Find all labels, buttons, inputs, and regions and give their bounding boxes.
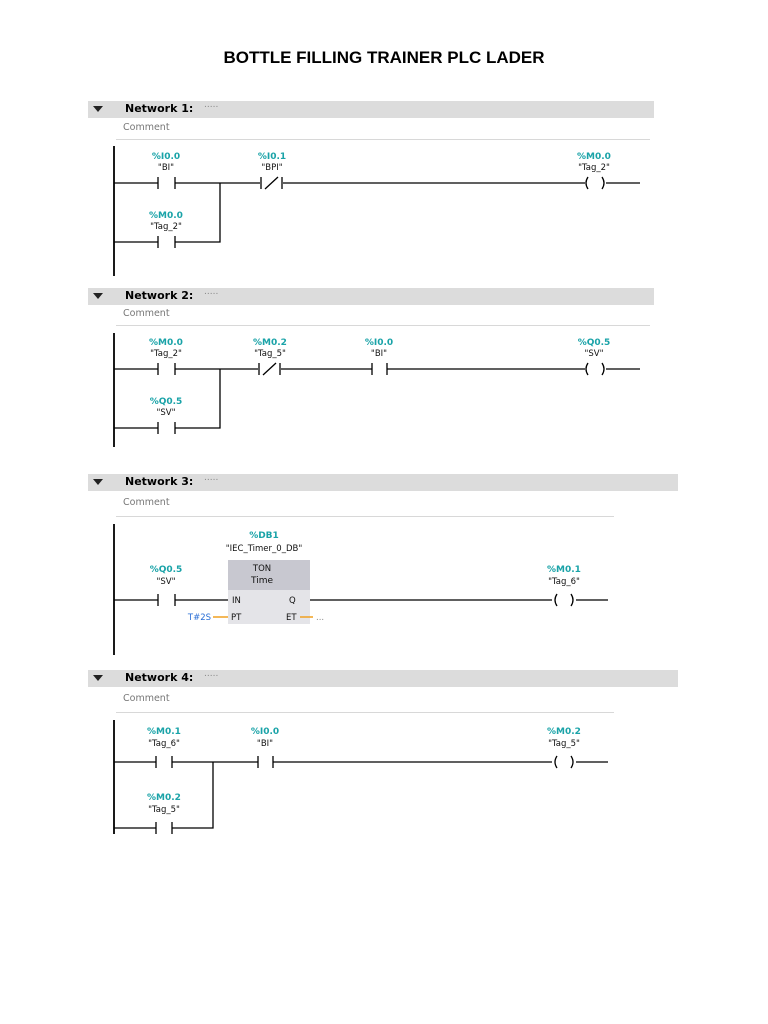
timer-in-pin: IN (232, 596, 241, 606)
network-3-name: Network 3: (125, 475, 194, 488)
coil[interactable]: %Q0.5 "SV" (578, 338, 611, 376)
coil[interactable]: %M0.1 "Tag_6" (547, 565, 581, 607)
contact-address: %I0.0 (365, 338, 393, 348)
timer-q-pin: Q (289, 596, 296, 606)
network-3-rungs: %Q0.5 "SV" %DB1 "IEC_Timer_0_DB" TON Tim… (113, 524, 608, 655)
network-4-comment[interactable]: Comment (123, 693, 170, 704)
contact-tag: "Tag_2" (150, 349, 182, 359)
coil-tag: "Tag_2" (578, 163, 610, 173)
network-4-name: Network 4: (125, 671, 194, 684)
collapse-triangle-icon[interactable] (93, 479, 103, 485)
timer-et-value[interactable]: ... (316, 613, 324, 623)
network-2-rungs: %M0.0 "Tag_2" %Q0.5 "SV" %M0.2 "Tag_5" %… (113, 333, 640, 447)
coil-address: %Q0.5 (578, 338, 611, 348)
contact-tag: "BI" (158, 163, 174, 173)
network-1-name: Network 1: (125, 102, 194, 115)
contact-address: %M0.0 (149, 211, 183, 221)
contact-no[interactable]: %Q0.5 "SV" (150, 565, 183, 606)
network-1-rungs: %I0.0 "BI" %M0.0 "Tag_2" %I0.1 "BPI" %M0… (113, 146, 640, 276)
contact-tag: "BI" (371, 349, 387, 359)
network-1-dots: ..... (204, 100, 219, 110)
contact-tag: "Tag_5" (148, 805, 180, 815)
contact-no[interactable]: %M0.0 "Tag_2" (149, 211, 183, 248)
comment-divider (116, 516, 614, 517)
timer-pt-pin: PT (231, 613, 242, 623)
contact-tag: "Tag_2" (150, 222, 182, 232)
collapse-triangle-icon[interactable] (93, 675, 103, 681)
contact-no[interactable]: %M0.0 "Tag_2" (149, 338, 183, 375)
branch-wire (114, 762, 214, 829)
contact-address: %I0.0 (251, 727, 279, 737)
contact-address: %Q0.5 (150, 397, 183, 407)
coil[interactable]: %M0.0 "Tag_2" (577, 152, 611, 190)
network-1-comment[interactable]: Comment (123, 122, 170, 133)
branch-wire (114, 369, 221, 429)
contact-address: %M0.2 (253, 338, 287, 348)
network-3-dots: ..... (204, 473, 219, 483)
coil-address: %M0.1 (547, 565, 581, 575)
contact-no[interactable]: %I0.0 "BI" (152, 152, 180, 189)
network-4-rungs: %M0.1 "Tag_6" %M0.2 "Tag_5" %I0.0 "BI" %… (113, 720, 608, 834)
contact-no[interactable]: %M0.1 "Tag_6" (147, 727, 181, 768)
collapse-triangle-icon[interactable] (93, 106, 103, 112)
contact-address: %I0.0 (152, 152, 180, 162)
coil-tag: "SV" (584, 349, 603, 359)
contact-no[interactable]: %I0.0 "BI" (251, 727, 279, 768)
ton-timer-block[interactable]: %DB1 "IEC_Timer_0_DB" TON Time IN Q PT E… (187, 531, 324, 624)
timer-db-address: %DB1 (249, 531, 279, 541)
network-1-header[interactable]: Network 1: ..... (88, 100, 654, 118)
contact-tag: "SV" (156, 408, 175, 418)
contact-no[interactable]: %M0.2 "Tag_5" (147, 793, 181, 834)
network-4-header[interactable]: Network 4: ..... (88, 669, 678, 687)
collapse-triangle-icon[interactable] (93, 293, 103, 299)
comment-divider (116, 139, 650, 140)
contact-nc[interactable]: %M0.2 "Tag_5" (253, 338, 287, 376)
contact-address: %I0.1 (258, 152, 286, 162)
coil[interactable]: %M0.2 "Tag_5" (547, 727, 581, 769)
timer-pt-value[interactable]: T#2S (187, 613, 211, 623)
network-3-comment[interactable]: Comment (123, 497, 170, 508)
timer-type: TON (252, 564, 271, 574)
contact-address: %M0.2 (147, 793, 181, 803)
contact-address: %Q0.5 (150, 565, 183, 575)
network-3-header[interactable]: Network 3: ..... (88, 473, 678, 491)
network-2-dots: ..... (204, 287, 219, 297)
contact-tag: "Tag_6" (148, 739, 180, 749)
contact-no[interactable]: %Q0.5 "SV" (150, 397, 183, 434)
coil-address: %M0.0 (577, 152, 611, 162)
contact-address: %M0.0 (149, 338, 183, 348)
coil-tag: "Tag_6" (548, 577, 580, 587)
contact-nc[interactable]: %I0.1 "BPI" (258, 152, 286, 190)
coil-address: %M0.2 (547, 727, 581, 737)
network-2-comment[interactable]: Comment (123, 308, 170, 319)
timer-subtype: Time (250, 576, 273, 586)
timer-db-tag: "IEC_Timer_0_DB" (226, 544, 303, 554)
comment-divider (116, 325, 650, 326)
timer-body (228, 590, 310, 624)
network-2-name: Network 2: (125, 289, 194, 302)
coil-tag: "Tag_5" (548, 739, 580, 749)
branch-wire (114, 183, 221, 243)
contact-tag: "BPI" (261, 163, 282, 173)
timer-et-pin: ET (286, 613, 297, 623)
contact-tag: "SV" (156, 577, 175, 587)
contact-tag: "Tag_5" (254, 349, 286, 359)
timer-header (228, 560, 310, 590)
network-2-header[interactable]: Network 2: ..... (88, 287, 654, 305)
comment-divider (116, 712, 614, 713)
page-title: BOTTLE FILLING TRAINER PLC LADER (223, 48, 545, 67)
contact-address: %M0.1 (147, 727, 181, 737)
contact-no[interactable]: %I0.0 "BI" (365, 338, 393, 375)
contact-tag: "BI" (257, 739, 273, 749)
network-4-dots: ..... (204, 669, 219, 679)
